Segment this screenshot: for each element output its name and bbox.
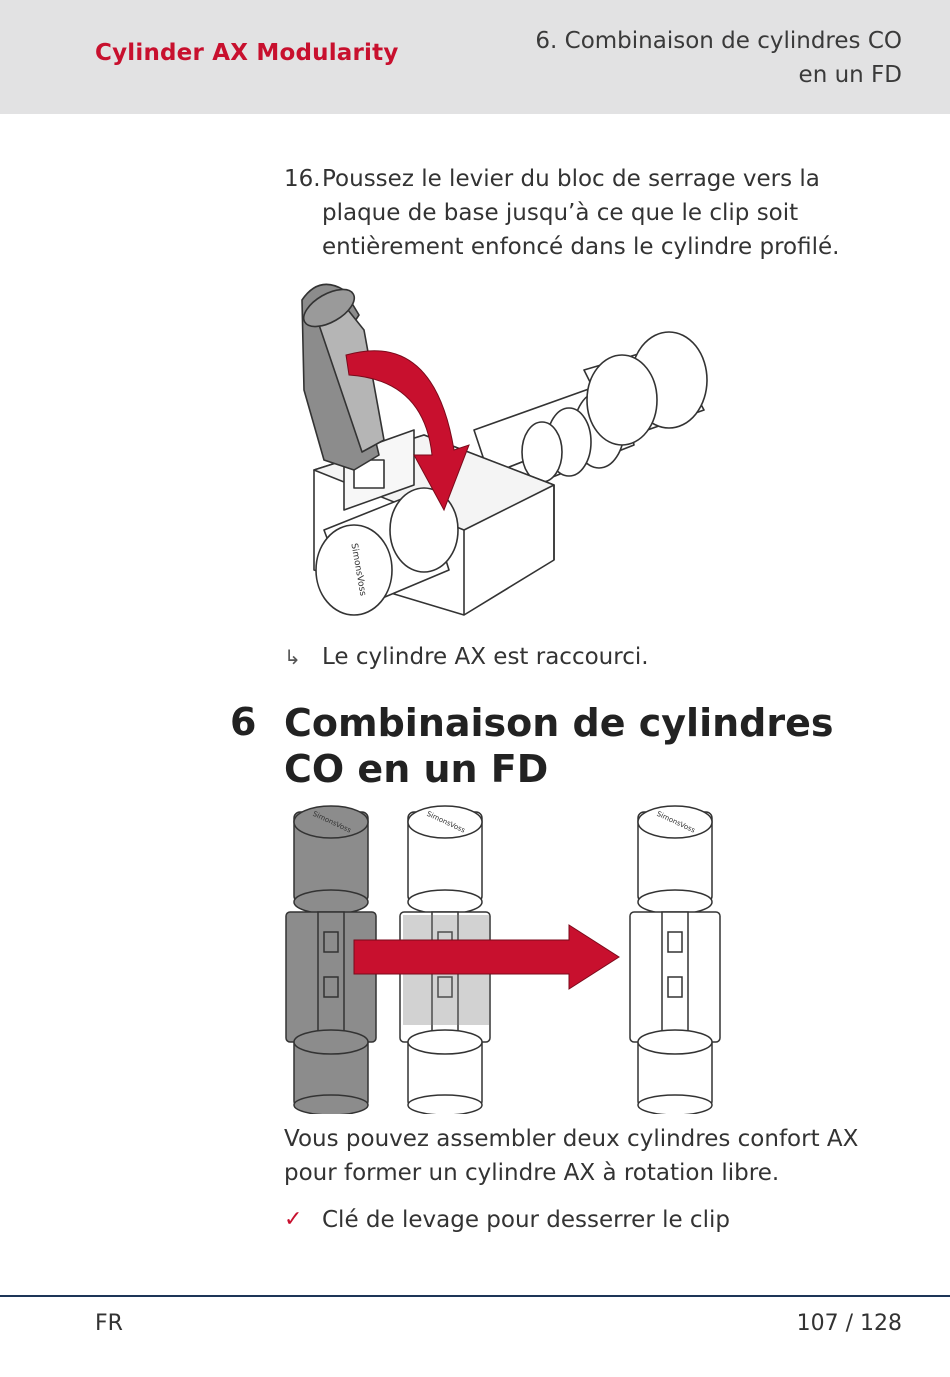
- section-number: 6: [230, 700, 257, 744]
- section-reference: 6. Combinaison de cylindres CO en un FD: [482, 24, 902, 92]
- result-arrow-icon: ↳: [284, 645, 301, 669]
- footer-page-number: 107 / 128: [796, 1311, 902, 1336]
- red-push-arrow: [345, 350, 470, 512]
- result-text: Le cylindre AX est raccourci.: [322, 644, 649, 670]
- brand-title: Cylinder AX Modularity: [95, 40, 399, 66]
- section-ref-line1: 6. Combinaison de cylindres CO: [535, 28, 902, 54]
- clamping-block-illustration: SimonsVoss: [301, 283, 708, 616]
- requirement-text: Clé de levage pour desserrer le clip: [322, 1207, 730, 1233]
- footer-rule: [0, 1295, 950, 1297]
- section-heading: Combinaison de cylindres CO en un FD: [284, 701, 834, 791]
- step-text: Poussez le levier du bloc de serrage ver…: [322, 166, 840, 260]
- section-ref-line2: en un FD: [798, 62, 902, 88]
- cylinder-right: [629, 805, 721, 1114]
- page-header: Cylinder AX Modularity 6. Combinaison de…: [0, 0, 950, 114]
- intro-paragraph: Vous pouvez assembler deux cylindres con…: [284, 1126, 859, 1186]
- footer-language: FR: [95, 1311, 123, 1336]
- step-number: 16.: [284, 166, 321, 192]
- checkmark-icon: ✓: [284, 1207, 303, 1232]
- cylinder-combination-illustration: SimonsVoss SimonsVoss SimonsVoss: [285, 805, 721, 1114]
- red-combine-arrow: [353, 924, 620, 990]
